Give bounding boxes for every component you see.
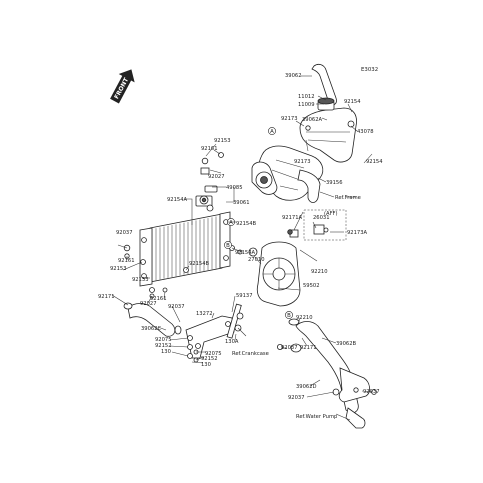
part-39156: 39156 — [326, 180, 343, 186]
water-pipe-assembly — [251, 145, 324, 203]
temperature-sensor — [287, 224, 329, 235]
svg-text:B: B — [226, 243, 230, 249]
ref-water-pump: Ref.Water Pump — [296, 414, 338, 420]
part-92152-a: 92152 — [155, 343, 172, 349]
part-92037-mid: 92037 — [168, 304, 185, 310]
part-92161-low: 92161 — [150, 296, 167, 302]
part-92037-low: 92037 — [288, 395, 305, 401]
part-92037-right: 92037 — [281, 345, 298, 351]
part-39062a: 39062A — [302, 117, 323, 123]
part-92037-far: 92037 — [363, 389, 380, 395]
part-92171-right: 92171 — [300, 345, 317, 351]
fastener-stack-top — [200, 152, 224, 212]
lower-hose-right — [288, 318, 370, 429]
part-92075-a: 92075 — [155, 337, 172, 343]
part-92154b-low: 92154B — [189, 261, 210, 267]
part-92210-a: 92210 — [311, 269, 328, 275]
part-92154a-left: 92154A — [167, 197, 188, 203]
part-59502: 59502 — [303, 283, 320, 289]
part-92153-top: 92153 — [214, 138, 231, 144]
lower-hose-left — [123, 302, 182, 337]
leader-lines — [111, 75, 373, 421]
part-92154-top: 92154 — [344, 99, 361, 105]
part-39062c: 39062C — [141, 326, 162, 332]
part-49085: 49085 — [226, 185, 243, 191]
svg-text:A: A — [229, 220, 233, 226]
variant-box — [303, 209, 347, 241]
svg-text:B: B — [287, 313, 291, 319]
radiator-assembly — [139, 195, 231, 287]
part-130-a: 130 — [161, 349, 171, 355]
part-92171a: 92171A — [282, 215, 303, 221]
variant-note: (AFF) — [324, 211, 338, 217]
front-direction-arrow: FRONT — [110, 69, 135, 104]
part-92075-b: 92075 — [205, 351, 222, 357]
part-92154-right: 92154 — [366, 159, 383, 165]
part-92027-left: 92027 — [140, 301, 157, 307]
part-92161-left: 92161 — [118, 258, 135, 264]
part-39062d: 39062D — [296, 384, 317, 390]
part-27010: 27010 — [248, 257, 265, 263]
callout-b-low: B — [285, 311, 293, 319]
reserve-tank-assembly — [299, 63, 357, 163]
part-130-b: 130 — [201, 362, 211, 368]
fan-assembly — [248, 229, 301, 307]
part-59137: 59137 — [236, 293, 253, 299]
svg-text:A: A — [270, 129, 274, 135]
part-92154a-mid: 92154A — [235, 250, 256, 256]
part-13272: 13272 — [196, 311, 213, 317]
part-92152-b: 92152 — [201, 356, 218, 362]
ref-frame: Ref.Frame — [335, 195, 361, 201]
part-39062: 39062 — [285, 73, 302, 79]
part-92173-b: 92173 — [294, 159, 311, 165]
part-43078: 43078 — [357, 129, 374, 135]
part-92210-b: 92210 — [296, 315, 313, 321]
part-92173-a: 92173 — [281, 116, 298, 122]
part-92161-top: 92161 — [201, 146, 218, 152]
part-92037-left: 92037 — [116, 230, 133, 236]
part-92173a: 92173A — [347, 230, 368, 236]
callout-b-mid: B — [224, 241, 232, 249]
part-26031: 26031 — [313, 215, 330, 221]
callout-a-top: A — [268, 127, 276, 135]
part-92133: 92133 — [132, 277, 149, 283]
part-92027-top: 92027 — [208, 174, 225, 180]
part-39062b: 39062B — [336, 341, 357, 347]
part-130a: 130A — [225, 339, 239, 345]
part-92154b-mid: 92154B — [236, 221, 257, 227]
part-92171-left: 92171 — [98, 294, 115, 300]
radiator-fins — [151, 215, 221, 281]
part-39061: 39061 — [233, 200, 250, 206]
diagram-code: E3032 — [361, 67, 378, 73]
part-11012: 11012 — [298, 94, 315, 100]
part-11009: 11009 — [298, 102, 315, 108]
part-92153-left: 92153 — [110, 266, 127, 272]
ref-crankcase: Ref.Crankcase — [232, 351, 269, 357]
